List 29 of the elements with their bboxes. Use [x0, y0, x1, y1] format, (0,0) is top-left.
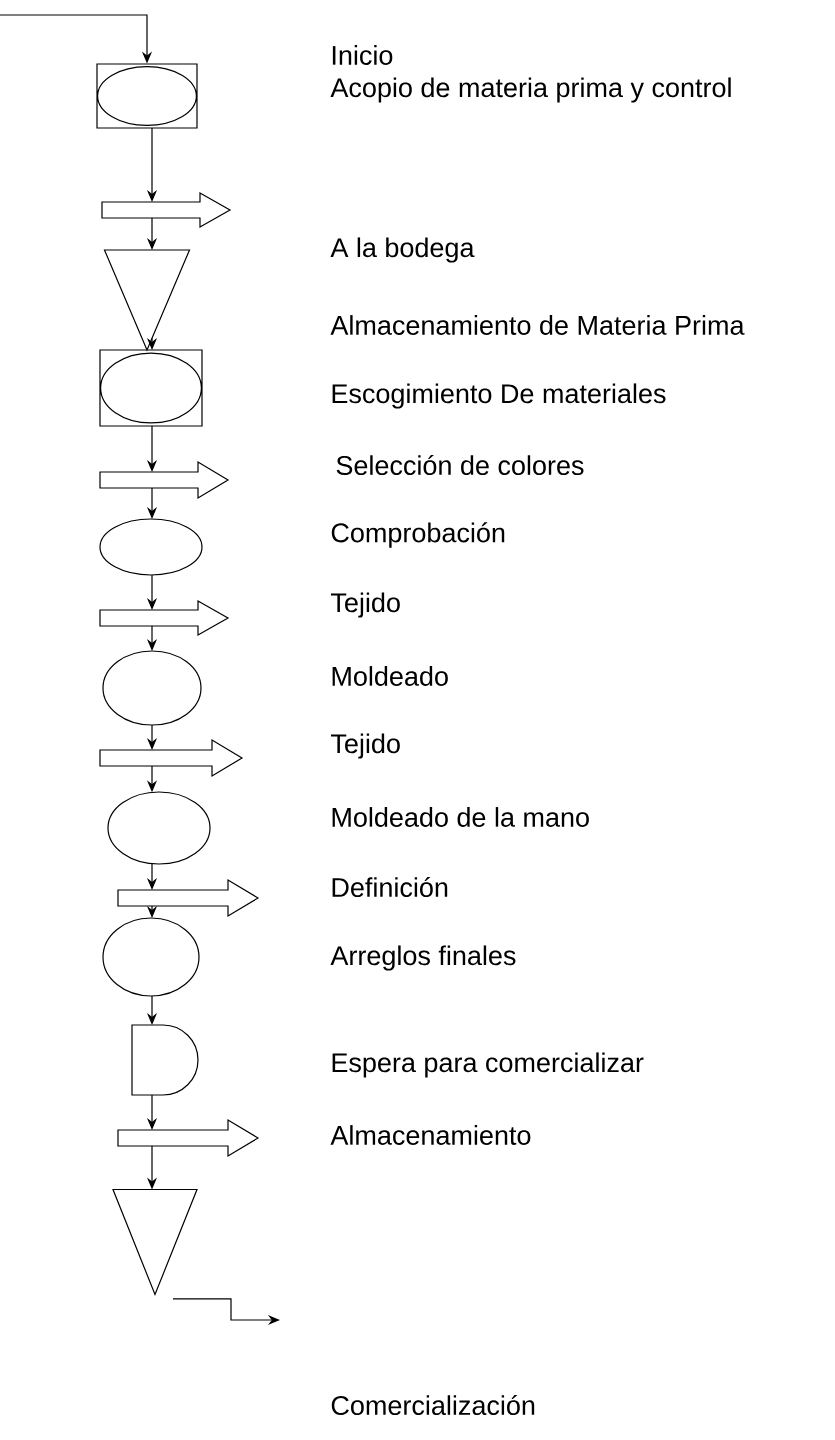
transport-symbol [99, 460, 230, 500]
transport-symbol [101, 192, 232, 229]
step-label: Escogimiento De materiales [332, 383, 666, 409]
operation-ellipse [99, 518, 203, 576]
step-label: Moldeado de la mano [332, 807, 589, 827]
ellipse-in-box [99, 349, 203, 427]
step-label: Definición [332, 876, 448, 898]
transport-symbol [117, 878, 260, 918]
step-label: A la bodega [330, 237, 475, 263]
step-label: Selección de colores [336, 454, 584, 476]
step-label: Comprobación [331, 522, 505, 548]
delay-symbol [131, 1024, 199, 1096]
step-label: Comercialización [331, 1394, 535, 1416]
step-label: Tejido [331, 733, 400, 759]
transport-symbol [99, 738, 244, 778]
step-label: Acopio de materia prima y control [330, 77, 731, 103]
step-label: Inicio [332, 45, 393, 65]
step-label: Espera para comercializar [332, 1052, 644, 1078]
step-label: Tejido [331, 592, 400, 618]
transport-symbol [99, 600, 230, 637]
operation-ellipse [102, 650, 202, 726]
operation-ellipse [102, 917, 200, 997]
step-label: Almacenamiento [330, 1125, 531, 1145]
transport-symbol [117, 1118, 260, 1158]
operation-ellipse [107, 791, 211, 865]
step-label: Almacenamiento de Materia Prima [330, 315, 745, 335]
step-label: Arreglos finales [330, 945, 516, 971]
ellipse-in-box [96, 63, 198, 129]
step-label: Moldeado [332, 666, 448, 686]
